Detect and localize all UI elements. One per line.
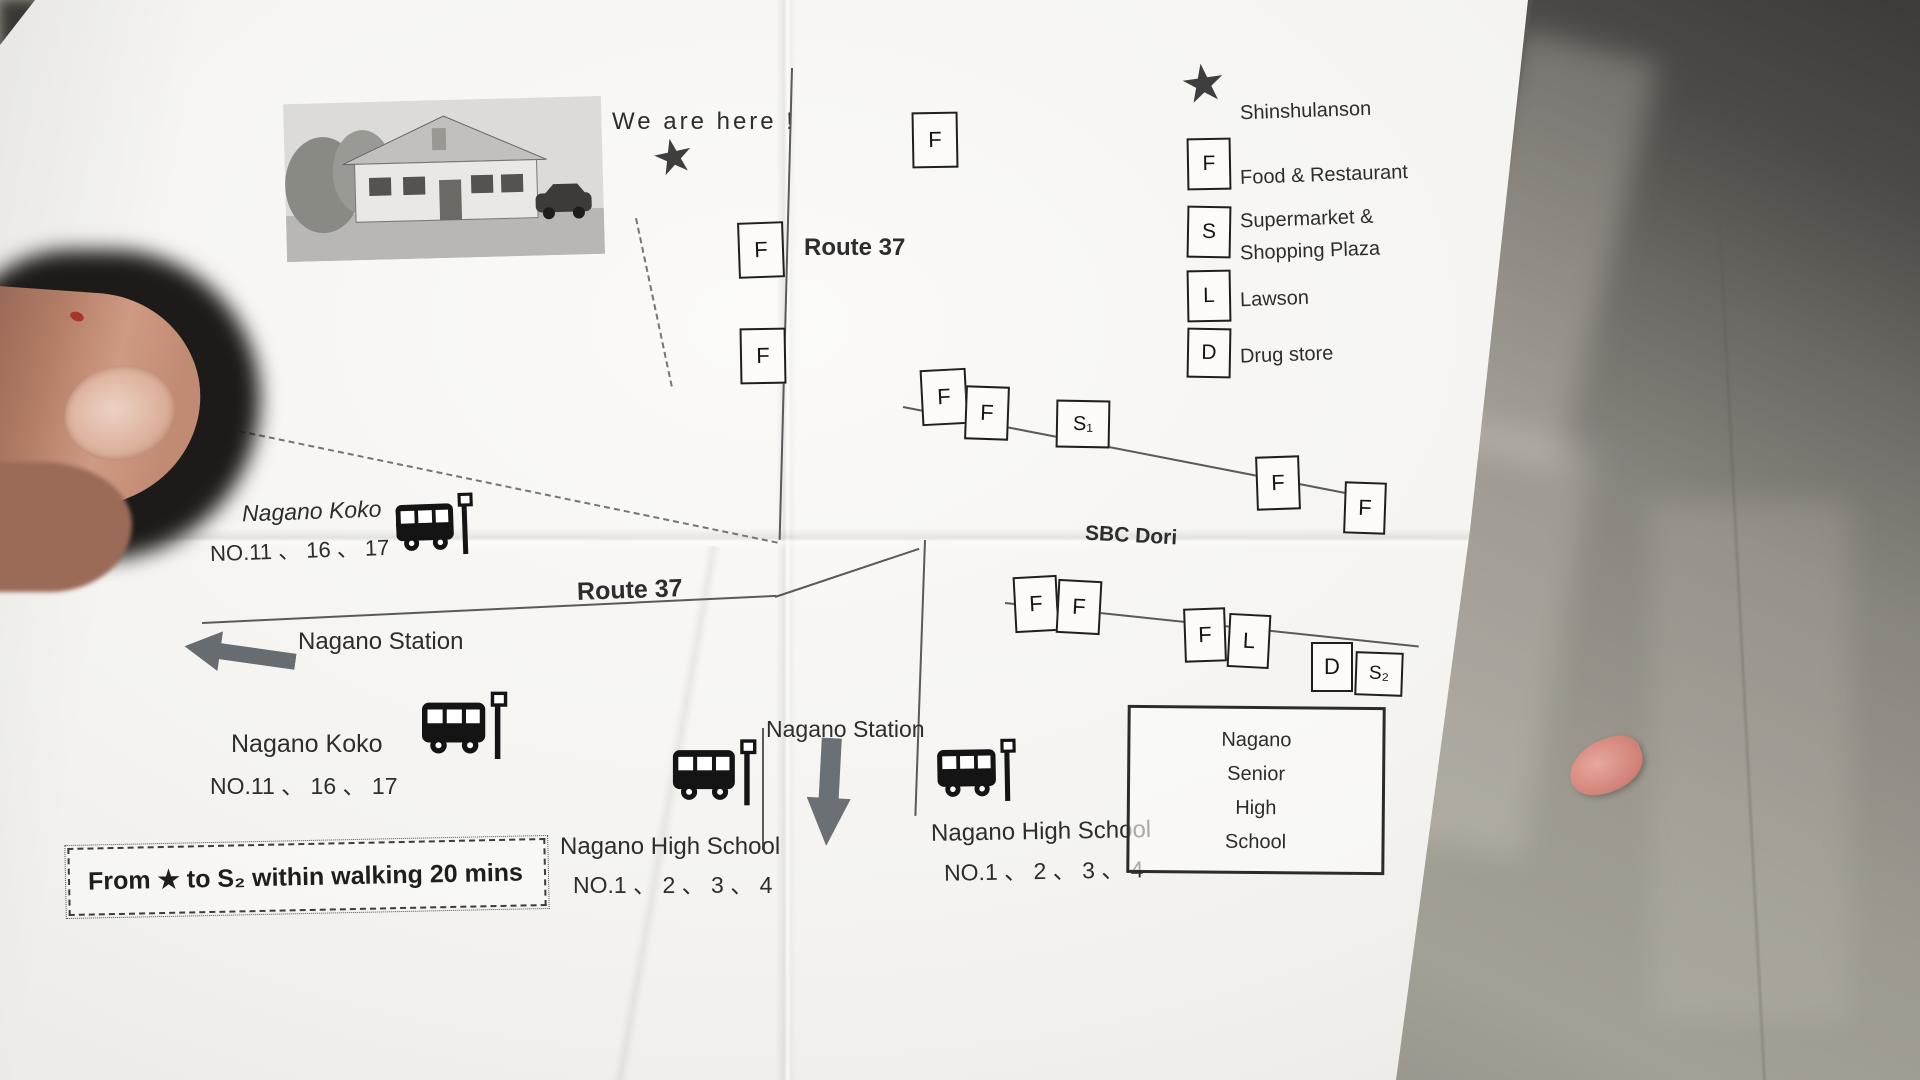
map-marker-d: D — [1311, 642, 1353, 692]
map-marker-l: L — [1226, 612, 1272, 670]
route37-lower-label: Route 37 — [576, 574, 684, 606]
map-marker-f: F — [739, 327, 787, 385]
bus-stop-icon — [422, 688, 510, 764]
building-photo — [282, 95, 606, 263]
walking-note-text: From ★ to S₂ within walking 20 mins — [87, 858, 524, 896]
legend-star-icon: ★ — [1176, 52, 1231, 116]
route37-upper-label: Route 37 — [804, 234, 906, 261]
map-marker-f: F — [1343, 481, 1387, 535]
koko-upper-routes: NO.11 、 16 、 17 — [209, 534, 390, 567]
map-marker-f: F — [1183, 607, 1227, 663]
koko-upper-name: Nagano Koko — [241, 495, 382, 527]
legend-label-supermarket-line1: Supermarket & — [1239, 205, 1374, 233]
map-marker-f: F — [1012, 574, 1060, 634]
bus-stop-icon — [935, 737, 1020, 804]
legend-box-food: F — [1186, 137, 1232, 191]
left-arrow-icon — [184, 631, 297, 672]
map-marker-f: F — [1055, 578, 1103, 636]
legend-star-label: Shinshulanson — [1239, 97, 1372, 125]
highschool-east-name: Nagano High School — [930, 816, 1152, 847]
down-arrow-icon — [806, 737, 851, 846]
legend-box-drugstore: D — [1186, 327, 1232, 379]
finger-lower — [0, 462, 132, 592]
bus-stop-icon — [395, 491, 477, 560]
highschool-east-routes: NO.1 、 2 、 3 、 4 — [943, 856, 1144, 886]
legend-label-supermarket-line2: Shopping Plaza — [1239, 237, 1381, 265]
legend-label-drugstore: Drug store — [1239, 342, 1334, 368]
we-are-here-label: We are here ! — [612, 108, 796, 135]
fold-crease-diagonal — [611, 545, 722, 1080]
we-are-here-star-icon: ★ — [646, 127, 700, 188]
legend-box-supermarket: S — [1186, 205, 1232, 259]
school-line: Nagano — [1221, 728, 1292, 752]
map-marker-f: F — [964, 385, 1010, 441]
map-marker-s2: S₂ — [1354, 651, 1404, 697]
road-side-street — [635, 218, 673, 387]
road-center-vertical — [914, 540, 926, 816]
walking-note-box: From ★ to S₂ within walking 20 mins — [64, 834, 550, 920]
nagano-station-left-label: Nagano Station — [298, 628, 464, 655]
map-marker-f: F — [919, 367, 969, 427]
fold-crease-vertical — [776, 0, 796, 1080]
petal — [1561, 728, 1651, 804]
road-short-vertical — [762, 728, 764, 850]
map-marker-s1: S₁ — [1055, 399, 1111, 449]
map-marker-f: F — [1255, 455, 1301, 511]
bus-stop-icon — [672, 738, 760, 808]
nagano-senior-high-school-box: Nagano Senior High School — [1126, 704, 1386, 876]
road-center-connector — [774, 547, 920, 598]
school-line: Senior — [1227, 762, 1286, 786]
highschool-west-name: Nagano High School — [560, 833, 781, 860]
sbc-dori-label: SBC Dori — [1084, 521, 1178, 550]
school-line: School — [1224, 830, 1287, 854]
legend-label-food: Food & Restaurant — [1239, 161, 1409, 189]
highschool-west-routes: NO.1 、 2 、 3 、 4 — [573, 872, 773, 898]
nagano-station-center-label: Nagano Station — [766, 716, 925, 742]
legend-label-lawson: Lawson — [1239, 286, 1310, 312]
map-marker-f: F — [737, 221, 785, 279]
koko-lower-name: Nagano Koko — [231, 730, 383, 758]
road-southwest — [201, 594, 777, 624]
school-line: High — [1235, 796, 1277, 820]
koko-lower-routes: NO.11 、 16 、 17 — [210, 773, 398, 799]
map-marker-f: F — [911, 111, 959, 169]
concrete-light-streak — [1650, 500, 1850, 1020]
road-route37-upper-line — [778, 68, 793, 540]
legend-box-lawson: L — [1186, 269, 1232, 323]
